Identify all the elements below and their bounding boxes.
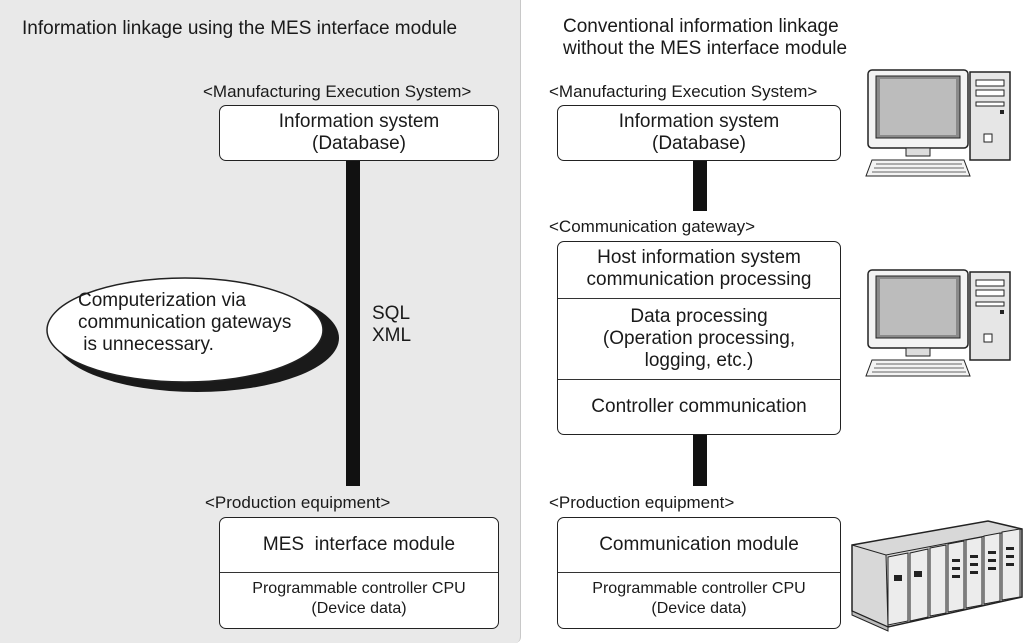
protocol-xml: XML bbox=[372, 325, 412, 346]
data-line-1: Data processing bbox=[630, 306, 768, 327]
left-heading: Information linkage using the MES interf… bbox=[22, 18, 458, 39]
right-upper-link-bar bbox=[693, 161, 707, 211]
info-system-title: Information system bbox=[278, 111, 440, 132]
bubble-shape bbox=[46, 277, 339, 392]
data-processing-section: Data processing (Operation processing, l… bbox=[558, 299, 840, 379]
left-production-label: <Production equipment> bbox=[205, 493, 391, 512]
data-line-3: logging, etc.) bbox=[644, 350, 754, 371]
left-mes-label: <Manufacturing Execution System> bbox=[203, 82, 472, 101]
right-information-system-box: Information system (Database) bbox=[557, 105, 841, 161]
left-cpu-line-2: (Device data) bbox=[311, 600, 407, 617]
right-cpu: Programmable controller CPU (Device data… bbox=[558, 573, 840, 619]
plc-rack-icon bbox=[848, 515, 1026, 638]
bubble-line-2: communication gateways bbox=[78, 312, 292, 333]
left-cpu: Programmable controller CPU (Device data… bbox=[220, 573, 498, 619]
right-heading-line-2: without the MES interface module bbox=[563, 38, 848, 59]
data-line-2: (Operation processing, bbox=[602, 328, 796, 349]
left-production-box: MES interface module Programmable contro… bbox=[219, 517, 499, 629]
gateway-box: Host information system communication pr… bbox=[557, 241, 841, 435]
right-mes-label: <Manufacturing Execution System> bbox=[549, 82, 818, 101]
bubble-line-1: Computerization via bbox=[78, 290, 246, 311]
communication-module: Communication module bbox=[599, 534, 799, 555]
protocol-sql: SQL bbox=[372, 303, 411, 324]
right-heading: Conventional information linkage without… bbox=[563, 16, 847, 60]
gateway-divider-1 bbox=[558, 298, 840, 299]
callout-bubble bbox=[45, 275, 365, 397]
right-cpu-line-1: Programmable controller CPU bbox=[592, 580, 806, 597]
info-system-subtitle: (Database) bbox=[312, 133, 406, 154]
right-info-system-subtitle: (Database) bbox=[652, 133, 746, 154]
host-communication-section: Host information system communication pr… bbox=[558, 242, 840, 298]
right-cpu-line-2: (Device data) bbox=[651, 600, 747, 617]
gateway-label: <Communication gateway> bbox=[549, 217, 756, 236]
gateway-divider-2 bbox=[558, 379, 840, 380]
right-lower-link-bar bbox=[693, 435, 707, 486]
left-cpu-line-1: Programmable controller CPU bbox=[252, 580, 466, 597]
controller-communication: Controller communication bbox=[591, 396, 807, 417]
bubble-text: Computerization via communication gatewa… bbox=[78, 290, 291, 356]
right-production-label: <Production equipment> bbox=[549, 493, 735, 512]
left-production-divider bbox=[220, 572, 498, 573]
left-direct-link-bar bbox=[346, 161, 360, 486]
left-information-system-box: Information system (Database) bbox=[219, 105, 499, 161]
mes-interface-module: MES interface module bbox=[262, 534, 456, 555]
right-production-divider bbox=[558, 572, 840, 573]
personal-computer-icon bbox=[865, 68, 1021, 185]
right-info-system-title: Information system bbox=[618, 111, 780, 132]
right-heading-line-1: Conventional information linkage bbox=[563, 16, 839, 37]
bubble-line-3: is unnecessary. bbox=[78, 334, 214, 355]
protocol-labels: SQL XML bbox=[372, 303, 411, 347]
host-line-2: communication processing bbox=[586, 269, 812, 290]
host-line-1: Host information system bbox=[597, 247, 801, 268]
personal-computer-icon bbox=[865, 268, 1021, 385]
right-production-box: Communication module Programmable contro… bbox=[557, 517, 841, 629]
